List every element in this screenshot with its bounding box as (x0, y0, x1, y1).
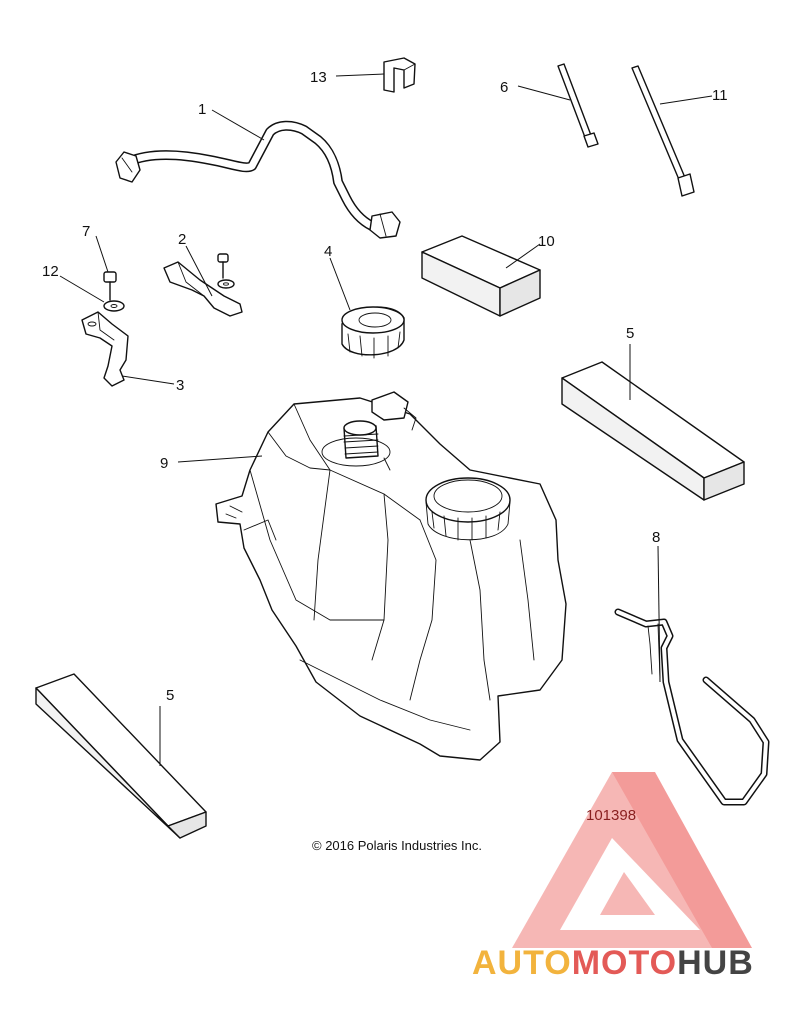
watermark-hub: HUB (677, 944, 754, 982)
part-3-bracket (81, 311, 129, 387)
diagram-number: 101398 (586, 807, 637, 824)
part-2-bracket (163, 253, 243, 317)
leader-lines (59, 73, 713, 766)
watermark-moto: MOTO (571, 944, 678, 982)
watermark-auto: AUTO (472, 944, 572, 982)
callout-5-lower: 5 (166, 687, 174, 704)
part-11-strap (631, 65, 695, 197)
part-12-washer (103, 300, 125, 312)
callout-6: 6 (500, 79, 508, 96)
callout-10: 10 (538, 233, 555, 250)
callout-11: 11 (712, 87, 728, 104)
callout-3: 3 (176, 377, 184, 394)
copyright-notice: © 2016 Polaris Industries Inc. (312, 838, 482, 853)
callout-4: 4 (324, 243, 332, 260)
part-13-clip (383, 57, 416, 93)
callout-9: 9 (160, 455, 168, 472)
part-5-upper-foam-block (561, 361, 745, 501)
watermark-logo (512, 772, 752, 948)
part-4-fuel-cap (341, 306, 405, 359)
callout-2: 2 (178, 231, 186, 248)
part-5-lower-foam-block (35, 673, 207, 839)
callout-7: 7 (82, 223, 90, 240)
callout-13: 13 (310, 69, 327, 86)
callout-8: 8 (652, 529, 660, 546)
callout-labels: 13 1 6 11 7 2 12 3 4 10 5 9 8 5 (42, 69, 728, 704)
part-7-bolt (103, 271, 117, 301)
watermark-text: AUTOMOTOHUB (472, 944, 754, 983)
part-10-foam-block (421, 235, 541, 317)
callout-1: 1 (198, 101, 206, 118)
part-8-strap-wire (614, 608, 770, 806)
part-6-strap (557, 63, 599, 148)
part-9-fuel-tank (215, 391, 567, 761)
callout-12: 12 (42, 263, 59, 280)
part-1-vent-hose (115, 120, 401, 239)
callout-5-upper: 5 (626, 325, 634, 342)
